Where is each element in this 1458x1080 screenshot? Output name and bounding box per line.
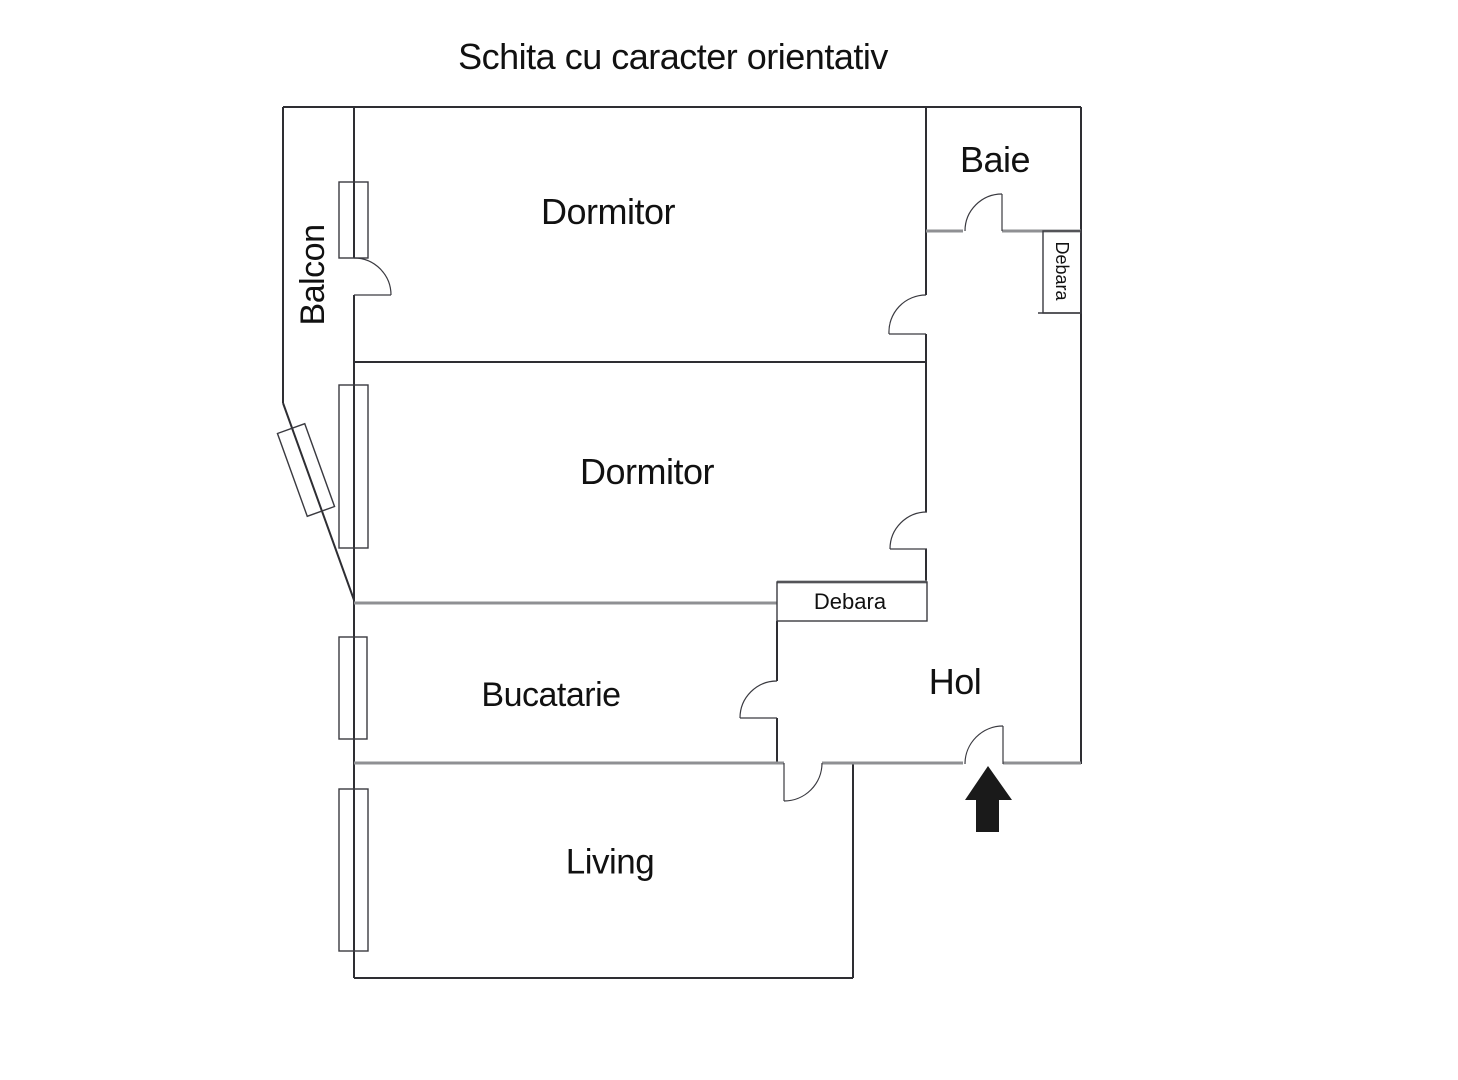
room-label-debara-top: Debara — [1052, 241, 1072, 301]
entrance-arrow-icon — [965, 766, 1012, 832]
diagram-title: Schita cu caracter orientativ — [458, 36, 888, 77]
door-balcon — [353, 257, 392, 296]
room-label-living: Living — [565, 842, 655, 882]
door-entrance — [964, 725, 1004, 765]
window-bucatarie — [338, 636, 368, 740]
doors — [353, 193, 1004, 802]
door-baie — [964, 193, 1003, 232]
door-dormitor1 — [888, 294, 927, 335]
window-living — [338, 788, 369, 952]
room-label-balcon: Balcon — [294, 224, 332, 326]
room-label-bucatarie: Bucatarie — [481, 676, 621, 714]
room-label-debara-mid: Debara — [813, 589, 887, 614]
room-label-hol: Hol — [928, 661, 982, 702]
door-living — [783, 762, 823, 802]
window-balcon — [338, 181, 369, 259]
debara-mid-box — [776, 581, 928, 622]
door-bucatarie — [739, 680, 778, 719]
room-label-dormitor-2: Dormitor — [579, 451, 715, 492]
windows — [276, 181, 369, 952]
wall-balcony-diagonal — [282, 402, 355, 601]
door-dormitor2 — [889, 511, 928, 550]
outer-walls — [282, 106, 1082, 979]
room-label-baie: Baie — [959, 139, 1031, 180]
window-balcon-diagonal — [276, 422, 336, 518]
window-dormitor2 — [338, 384, 369, 549]
room-label-dormitor-1: Dormitor — [540, 191, 676, 232]
